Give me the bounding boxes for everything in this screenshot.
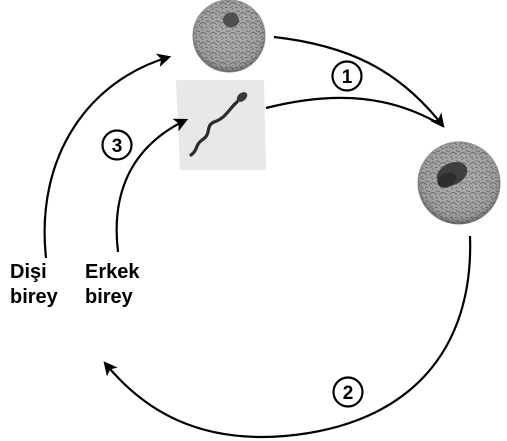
male-parent-word-2: birey	[85, 286, 133, 308]
arrow-female-to-egg	[43, 53, 172, 259]
female-parent-label: Dişi birey	[10, 260, 58, 310]
arrow-egg-to-zygote	[273, 35, 445, 128]
arrow-male-to-sperm	[115, 118, 189, 253]
egg-cell-icon	[192, 0, 266, 73]
sperm-cell-icon	[176, 80, 266, 170]
step-marker-3: 3	[101, 129, 133, 161]
step-marker-1: 1	[331, 60, 363, 92]
svg-text:3: 3	[112, 136, 123, 157]
arrow-zygote-to-parents	[103, 235, 472, 438]
zygote-cell-icon	[417, 141, 501, 225]
female-parent-word-2: birey	[10, 286, 58, 308]
female-parent-word-1: Dişi	[10, 261, 47, 283]
arrow-sperm-to-zygote	[265, 96, 444, 127]
svg-text:2: 2	[343, 383, 354, 404]
svg-text:1: 1	[342, 67, 353, 88]
male-parent-label: Erkek birey	[85, 260, 140, 310]
male-parent-word-1: Erkek	[85, 261, 140, 283]
step-marker-2: 2	[332, 376, 364, 408]
